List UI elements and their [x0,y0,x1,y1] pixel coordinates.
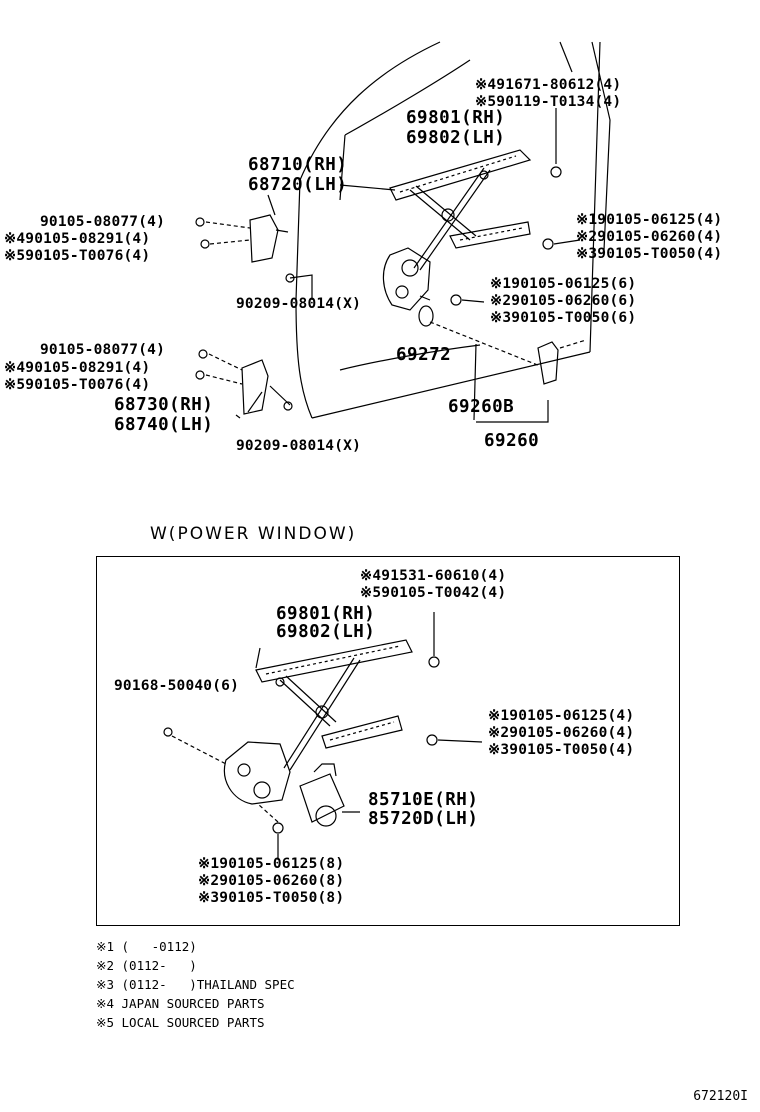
label-68710: 68710(RH) [248,155,348,175]
label-491531-60610: ※491531-60610(4) [360,568,507,584]
label-90209-08014-a: 90209-08014(X) [236,296,362,312]
label-pw-390105-t0050-4: ※390105-T0050(4) [488,742,635,758]
label-590105-t0042: ※590105-T0042(4) [360,585,507,601]
label-590119-t0134: ※590119-T0134(4) [475,94,622,110]
label-90168-50040: 90168-50040(6) [114,678,240,694]
label-69260: 69260 [484,431,540,451]
label-90209-08014-b: 90209-08014(X) [236,438,362,454]
label-490105-08291-b: ※490105-08291(4) [4,360,151,376]
footnote-2: ※2 (0112- ) [96,958,197,973]
label-pw-69802: 69802(LH) [276,622,376,642]
label-290105-06260-6: ※290105-06260(6) [490,293,637,309]
footnote-3: ※3 (0112- )THAILAND SPEC [96,977,295,992]
label-69260b: 69260B [448,397,515,417]
label-69801: 69801(RH) [406,108,506,128]
label-68720: 68720(LH) [248,175,348,195]
footnote-5: ※5 LOCAL SOURCED PARTS [96,1015,265,1030]
label-pw-190105-06125-8: ※190105-06125(8) [198,856,345,872]
footnote-1: ※1 ( -0112) [96,939,197,954]
label-390105-t0050-6: ※390105-T0050(6) [490,310,637,326]
label-490105-08291-a: ※490105-08291(4) [4,231,151,247]
label-590105-t0076-a: ※590105-T0076(4) [4,248,151,264]
power-window-frame [96,556,680,926]
label-pw-290105-06260-8: ※290105-06260(8) [198,873,345,889]
label-190105-06125-6: ※190105-06125(6) [490,276,637,292]
label-290105-06260-4: ※290105-06260(4) [576,229,723,245]
label-pw-290105-06260-4: ※290105-06260(4) [488,725,635,741]
label-pw-69801: 69801(RH) [276,604,376,624]
label-pw-190105-06125-4: ※190105-06125(4) [488,708,635,724]
label-69272: 69272 [396,345,452,365]
label-491671-80612: ※491671-80612(4) [475,77,622,93]
label-390105-t0050-4: ※390105-T0050(4) [576,246,723,262]
label-68740: 68740(LH) [114,415,214,435]
label-90105-08077-b: 90105-08077(4) [40,342,166,358]
label-68730: 68730(RH) [114,395,214,415]
label-85720d: 85720D(LH) [368,809,479,829]
label-69802: 69802(LH) [406,128,506,148]
label-85710e: 85710E(RH) [368,790,479,810]
section-title-power-window: W(POWER WINDOW) [150,524,357,544]
label-pw-390105-t0050-8: ※390105-T0050(8) [198,890,345,906]
diagram-code: 672120I [693,1089,748,1104]
footnote-4: ※4 JAPAN SOURCED PARTS [96,996,265,1011]
label-190105-06125-4: ※190105-06125(4) [576,212,723,228]
label-90105-08077-a: 90105-08077(4) [40,214,166,230]
label-590105-t0076-b: ※590105-T0076(4) [4,377,151,393]
